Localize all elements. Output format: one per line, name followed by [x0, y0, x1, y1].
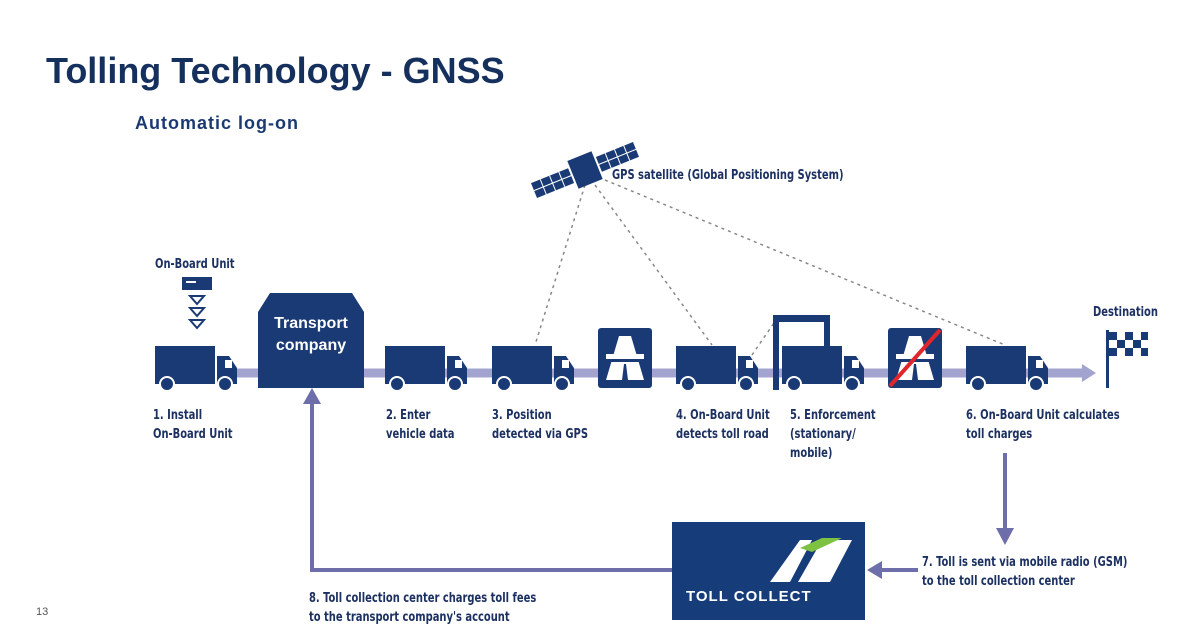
truck-icon: [675, 345, 759, 392]
step-5: 5. Enforcement (stationary/ mobile): [790, 408, 876, 461]
step-1: 1. Install On-Board Unit: [153, 408, 233, 442]
truck-icon: [491, 345, 575, 392]
slide-subtitle: Automatic log-on: [135, 113, 299, 133]
toll-collect-label: TOLL COLLECT: [686, 588, 812, 605]
truck-icon: [965, 345, 1049, 392]
destination-label: Destination: [1093, 305, 1158, 320]
enforcement-gantry-icon: [773, 315, 830, 390]
flow-arrows: [310, 402, 1007, 572]
transport-company-label: Transport company: [274, 315, 348, 354]
step-6: 6. On-Board Unit calculates toll charges: [966, 408, 1120, 442]
route-arrowhead: [1082, 364, 1096, 382]
obu-label: On-Board Unit: [155, 257, 235, 272]
gps-satellite-icon: [531, 141, 639, 199]
page-number: 13: [36, 606, 49, 618]
truck-icon: [781, 345, 865, 392]
step-7: 7. Toll is sent via mobile radio (GSM) t…: [922, 555, 1128, 589]
slide-title: Tolling Technology - GNSS: [46, 50, 505, 91]
step-8: 8. Toll collection center charges toll f…: [309, 591, 537, 625]
destination-flag-icon: [1106, 330, 1148, 388]
toll-collect-logo: [672, 522, 865, 620]
satellite-label: GPS satellite (Global Positioning System…: [612, 168, 844, 183]
step-3: 3. Position detected via GPS: [492, 408, 588, 442]
arrowhead-up: [303, 388, 321, 404]
on-board-unit-icon: [182, 277, 212, 330]
step-2: 2. Enter vehicle data: [386, 408, 455, 442]
truck-icon: [384, 345, 468, 392]
transport-company-building: [258, 293, 364, 388]
gps-signal-lines: [534, 179, 1006, 356]
motorway-sign-icon: [598, 328, 652, 388]
truck-icon: [154, 345, 238, 392]
step-4: 4. On-Board Unit detects toll road: [676, 408, 770, 442]
motorway-end-strike: [888, 328, 942, 388]
arrowhead-left: [867, 561, 882, 579]
arrowhead-down: [996, 528, 1014, 545]
